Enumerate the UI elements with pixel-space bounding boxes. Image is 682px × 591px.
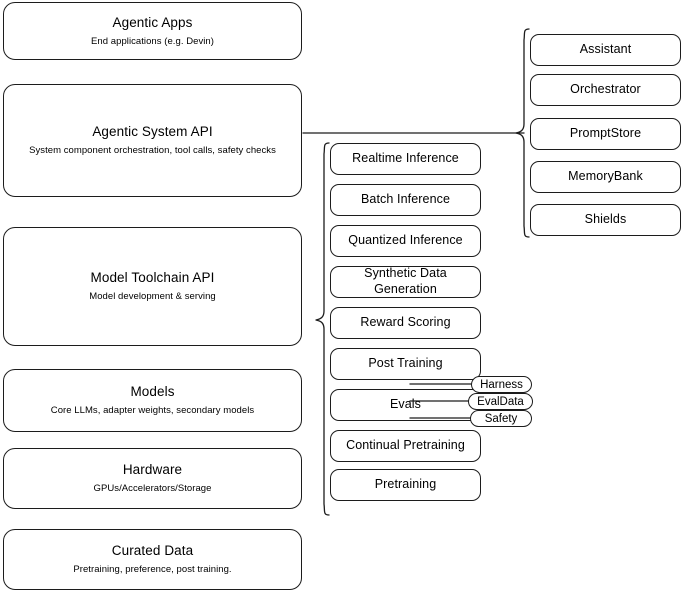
capability-label: Realtime Inference bbox=[352, 151, 459, 166]
layer-subtitle: System component orchestration, tool cal… bbox=[29, 145, 276, 156]
layer-title: Agentic System API bbox=[92, 124, 213, 140]
eval-badge-label: Harness bbox=[480, 378, 523, 391]
component-label: MemoryBank bbox=[568, 169, 643, 184]
capability-box-continual-pretraining[interactable]: Continual Pretraining bbox=[330, 430, 481, 462]
layer-box-models[interactable]: Models Core LLMs, adapter weights, secon… bbox=[3, 369, 302, 432]
layer-title: Models bbox=[130, 384, 175, 400]
layer-subtitle: Model development & serving bbox=[89, 291, 216, 302]
eval-badge-evaldata[interactable]: EvalData bbox=[468, 393, 533, 410]
component-box-assistant[interactable]: Assistant bbox=[530, 34, 681, 66]
capability-box-batch-inference[interactable]: Batch Inference bbox=[330, 184, 481, 216]
layer-subtitle: Core LLMs, adapter weights, secondary mo… bbox=[50, 405, 255, 416]
capability-label: Batch Inference bbox=[360, 192, 451, 207]
component-box-orchestrator[interactable]: Orchestrator bbox=[530, 74, 681, 106]
layer-subtitle: End applications (e.g. Devin) bbox=[91, 35, 214, 47]
layer-subtitle: GPUs/Accelerators/Storage bbox=[93, 483, 212, 494]
layer-title: Agentic Apps bbox=[112, 14, 193, 30]
layer-title: Model Toolchain API bbox=[90, 270, 215, 286]
capability-box-synthetic-data-generation[interactable]: Synthetic Data Generation bbox=[330, 266, 481, 298]
capability-label: Synthetic Data Generation bbox=[364, 266, 447, 296]
capability-label: Continual Pretraining bbox=[346, 438, 465, 453]
layer-subtitle: Pretraining, preference, post training. bbox=[73, 564, 232, 575]
layer-title: Hardware bbox=[122, 462, 183, 478]
capability-label: Post Training bbox=[368, 356, 443, 371]
component-label: Shields bbox=[584, 212, 627, 227]
capability-box-post-training[interactable]: Post Training bbox=[330, 348, 481, 380]
component-label: Assistant bbox=[579, 42, 632, 57]
component-box-promptstore[interactable]: PromptStore bbox=[530, 118, 681, 150]
layer-title: Curated Data bbox=[111, 543, 194, 559]
layer-box-model-toolchain-api[interactable]: Model Toolchain API Model development & … bbox=[3, 227, 302, 346]
capability-label: Pretraining bbox=[374, 477, 437, 492]
capability-label: Evals bbox=[389, 397, 422, 412]
eval-badge-safety[interactable]: Safety bbox=[470, 410, 532, 427]
capability-box-quantized-inference[interactable]: Quantized Inference bbox=[330, 225, 481, 257]
component-label: Orchestrator bbox=[570, 82, 641, 97]
component-label: PromptStore bbox=[569, 126, 642, 141]
capability-box-evals[interactable]: Evals bbox=[330, 389, 481, 421]
capability-box-pretraining[interactable]: Pretraining bbox=[330, 469, 481, 501]
right-brace bbox=[515, 28, 530, 238]
component-box-shields[interactable]: Shields bbox=[530, 204, 681, 236]
eval-badge-label: Safety bbox=[484, 412, 518, 425]
layer-box-curated-data[interactable]: Curated Data Pretraining, preference, po… bbox=[3, 529, 302, 590]
capability-box-realtime-inference[interactable]: Realtime Inference bbox=[330, 143, 481, 175]
capability-box-reward-scoring[interactable]: Reward Scoring bbox=[330, 307, 481, 339]
middle-brace bbox=[315, 142, 330, 516]
layer-box-hardware[interactable]: Hardware GPUs/Accelerators/Storage bbox=[3, 448, 302, 509]
eval-badge-label: EvalData bbox=[477, 395, 524, 408]
capability-label: Quantized Inference bbox=[348, 233, 463, 248]
layer-box-agentic-apps[interactable]: Agentic Apps End applications (e.g. Devi… bbox=[3, 2, 302, 60]
component-box-memorybank[interactable]: MemoryBank bbox=[530, 161, 681, 193]
capability-label: Reward Scoring bbox=[360, 315, 451, 330]
layer-box-agentic-system-api[interactable]: Agentic System API System component orch… bbox=[3, 84, 302, 197]
eval-badge-harness[interactable]: Harness bbox=[471, 376, 532, 393]
